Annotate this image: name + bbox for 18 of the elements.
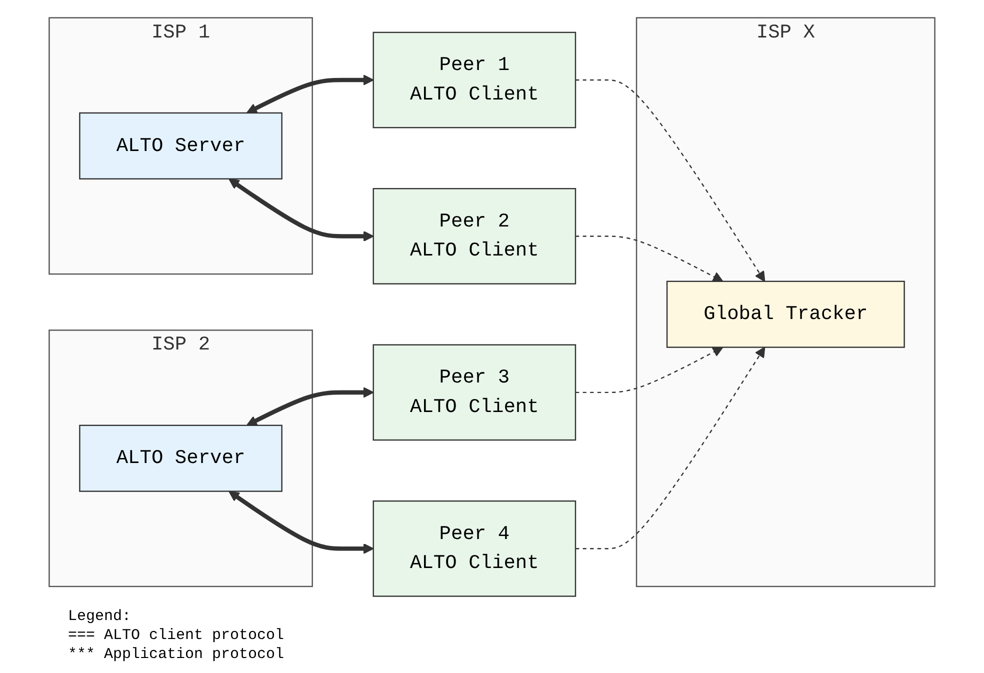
node-box: Peer 2 ALTO Client — [372, 188, 576, 284]
node-box: Peer 4 ALTO Client — [372, 500, 576, 597]
node-box: ALTO Server — [79, 424, 282, 492]
arrow — [576, 346, 724, 394]
arrow — [246, 74, 374, 114]
legend-heading: Legend: — [68, 608, 132, 625]
arrow — [228, 491, 374, 554]
arrow — [246, 387, 374, 426]
node-box: Peer 3 ALTO Client — [372, 344, 576, 441]
arrow — [228, 178, 374, 242]
arrow — [576, 236, 724, 282]
node-box: Peer 1 ALTO Client — [372, 32, 576, 128]
legend-entry: === ALTO client protocol — [68, 627, 286, 644]
arrow — [576, 79, 766, 282]
node-box: ALTO Server — [79, 112, 282, 180]
node-box: Global Tracker — [666, 280, 905, 348]
legend-entry: *** Application protocol — [68, 646, 286, 663]
arrow — [576, 346, 766, 550]
